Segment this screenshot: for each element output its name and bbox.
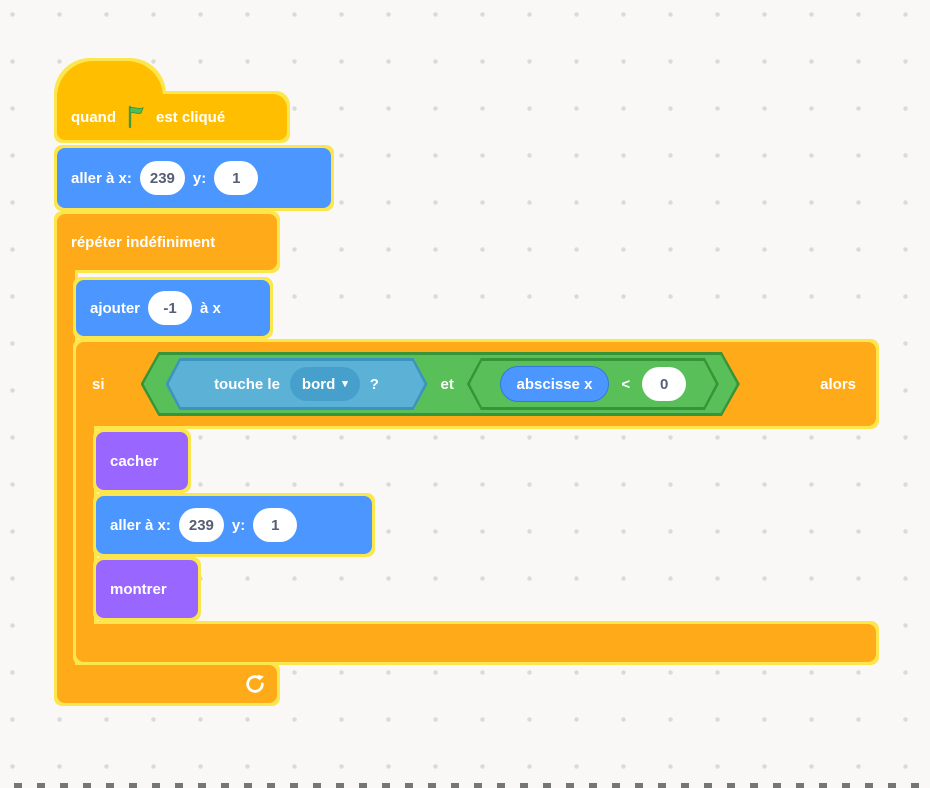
goto-label: aller à x:	[71, 169, 132, 187]
repeat-forever-footer	[57, 665, 277, 703]
less-than-sign: <	[621, 375, 631, 393]
y-label: y:	[192, 169, 207, 187]
touching-menu-dropdown[interactable]: bord ▾	[290, 367, 360, 401]
when-label: quand	[71, 108, 116, 126]
dropdown-caret-icon: ▾	[342, 377, 348, 390]
block-when-flag-clicked[interactable]: quand est cliqué	[57, 61, 287, 140]
green-flag-icon	[128, 105, 144, 129]
loop-arrow-icon	[246, 674, 264, 693]
change-x-label-after: à x	[200, 299, 221, 317]
less-than-input[interactable]: 0	[642, 367, 686, 401]
block-touching-edge[interactable]: touche le bord ▾ ?	[166, 358, 428, 410]
change-x-input[interactable]: -1	[148, 291, 193, 325]
touching-suffix: ?	[369, 375, 379, 393]
x-input[interactable]: 239	[139, 161, 185, 195]
if-then-footer	[76, 624, 876, 662]
hide-label: cacher	[110, 452, 159, 470]
touching-menu-value: bord	[301, 375, 336, 393]
block-goto-xy[interactable]: aller à x: 239 y: 1	[57, 148, 331, 208]
block-if-then[interactable]: si touche le bord ▾ ?	[76, 342, 876, 662]
touching-label: touche le	[214, 375, 280, 393]
repeat-forever-spine	[57, 270, 75, 665]
goto-label: aller à x:	[110, 516, 171, 534]
block-and-operator[interactable]: touche le bord ▾ ? et abscisse x	[141, 352, 740, 416]
block-show[interactable]: montrer	[96, 560, 198, 618]
y-label: y:	[231, 516, 246, 534]
show-label: montrer	[110, 580, 167, 598]
canvas-edge-dashes	[6, 783, 930, 788]
if-then-spine	[76, 426, 94, 624]
if-label: si	[92, 375, 105, 393]
if-then-header[interactable]: si touche le bord ▾ ?	[76, 342, 876, 426]
block-hide[interactable]: cacher	[96, 432, 188, 490]
repeat-forever-label: répéter indéfiniment	[71, 233, 216, 251]
block-goto-xy-inner[interactable]: aller à x: 239 y: 1	[96, 496, 372, 554]
y-input[interactable]: 1	[214, 161, 259, 195]
repeat-forever-header[interactable]: répéter indéfiniment	[57, 214, 277, 270]
change-x-label-before: ajouter	[90, 299, 141, 317]
block-repeat-forever[interactable]: répéter indéfiniment	[57, 214, 277, 703]
clicked-label: est cliqué	[156, 108, 226, 126]
block-change-x-by[interactable]: ajouter -1 à x	[76, 280, 270, 336]
block-x-position-reporter[interactable]: abscisse x	[500, 366, 610, 402]
then-label: alors	[820, 375, 856, 393]
y-input[interactable]: 1	[253, 508, 298, 542]
block-less-than[interactable]: abscisse x < 0	[467, 358, 719, 410]
x-input[interactable]: 239	[178, 508, 224, 542]
and-label: et	[440, 375, 454, 393]
